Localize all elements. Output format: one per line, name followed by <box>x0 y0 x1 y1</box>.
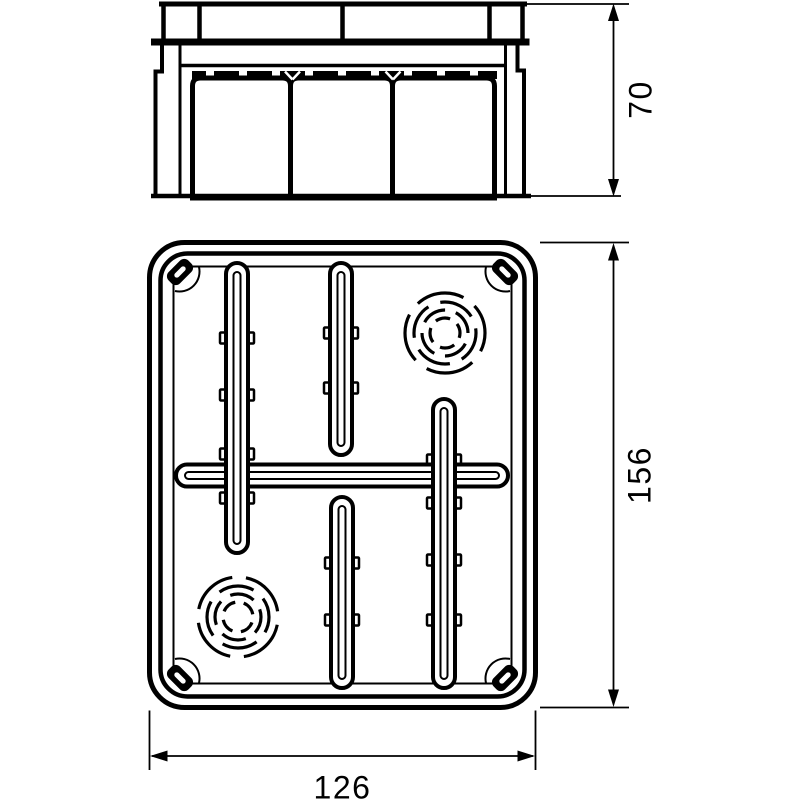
slot-inner-line <box>232 271 242 545</box>
compartments <box>190 70 497 201</box>
slot-inner-line <box>439 407 449 680</box>
rim-notch <box>338 71 346 76</box>
box-wall-outline <box>158 251 527 699</box>
right-outer-wall <box>515 45 526 196</box>
knockout-circles <box>403 291 487 375</box>
lid <box>159 1 527 39</box>
rim-notch <box>470 71 478 76</box>
screw-pocket-arc <box>484 266 511 293</box>
top-view <box>147 240 538 710</box>
divider-notch <box>284 70 402 81</box>
compartment <box>390 75 497 201</box>
cable-slot-vertical-right <box>431 397 457 690</box>
slot-outline <box>431 397 457 690</box>
arrowhead-right <box>517 750 535 762</box>
dimension-width: 126 <box>148 710 537 800</box>
cable-slot-vertical-bottom-middle <box>329 495 355 690</box>
rim-notch <box>371 71 379 76</box>
rim-notch <box>437 71 445 76</box>
screw-pocket-arc <box>484 657 511 684</box>
arrowhead-left <box>150 750 168 762</box>
arrowhead-up <box>608 243 619 261</box>
rim-notch <box>272 71 280 76</box>
dimension-height: 70 <box>527 3 659 197</box>
screw-slot <box>174 672 186 684</box>
cable-slot-vertical-top-middle <box>328 261 354 457</box>
slot-inner-line <box>184 471 500 480</box>
compartment <box>288 75 395 201</box>
slot-outline <box>328 261 354 457</box>
rim-notch <box>206 71 214 76</box>
slot-outline <box>224 261 250 555</box>
screw-pocket-arc <box>174 657 201 684</box>
body-walls <box>153 45 526 196</box>
screw-slot <box>499 266 511 278</box>
slot-outline <box>329 495 355 690</box>
dimension-length: 156 <box>540 241 658 709</box>
cable-slot-vertical-left <box>224 261 250 555</box>
slot-outline <box>174 462 510 489</box>
screw-slot <box>499 672 511 684</box>
side-view <box>151 1 531 201</box>
slot-inner-line <box>336 271 346 447</box>
knockout-circles <box>196 575 280 659</box>
rim-notch <box>305 71 313 76</box>
screw-slot <box>174 266 186 278</box>
corner-screw <box>484 657 519 692</box>
serrated-rim <box>192 71 497 79</box>
slot-inner-line <box>337 505 347 680</box>
corner-screw <box>166 657 201 692</box>
arrowhead-down <box>608 689 619 707</box>
rim-notch <box>239 71 247 76</box>
arrowhead-down <box>608 179 619 197</box>
screw-pocket-arc <box>174 266 201 293</box>
dimension-label-length: 156 <box>622 446 658 504</box>
dimension-label-height: 70 <box>623 80 659 119</box>
dimension-label-width: 126 <box>314 770 372 800</box>
corner-screw <box>166 258 201 293</box>
flange <box>151 38 530 46</box>
arrowhead-up <box>608 3 619 21</box>
rim-notch <box>404 71 412 76</box>
compartment <box>190 75 293 201</box>
cable-slot-horizontal <box>174 462 510 489</box>
left-outer-wall <box>153 45 164 196</box>
corner-screw <box>484 258 519 293</box>
